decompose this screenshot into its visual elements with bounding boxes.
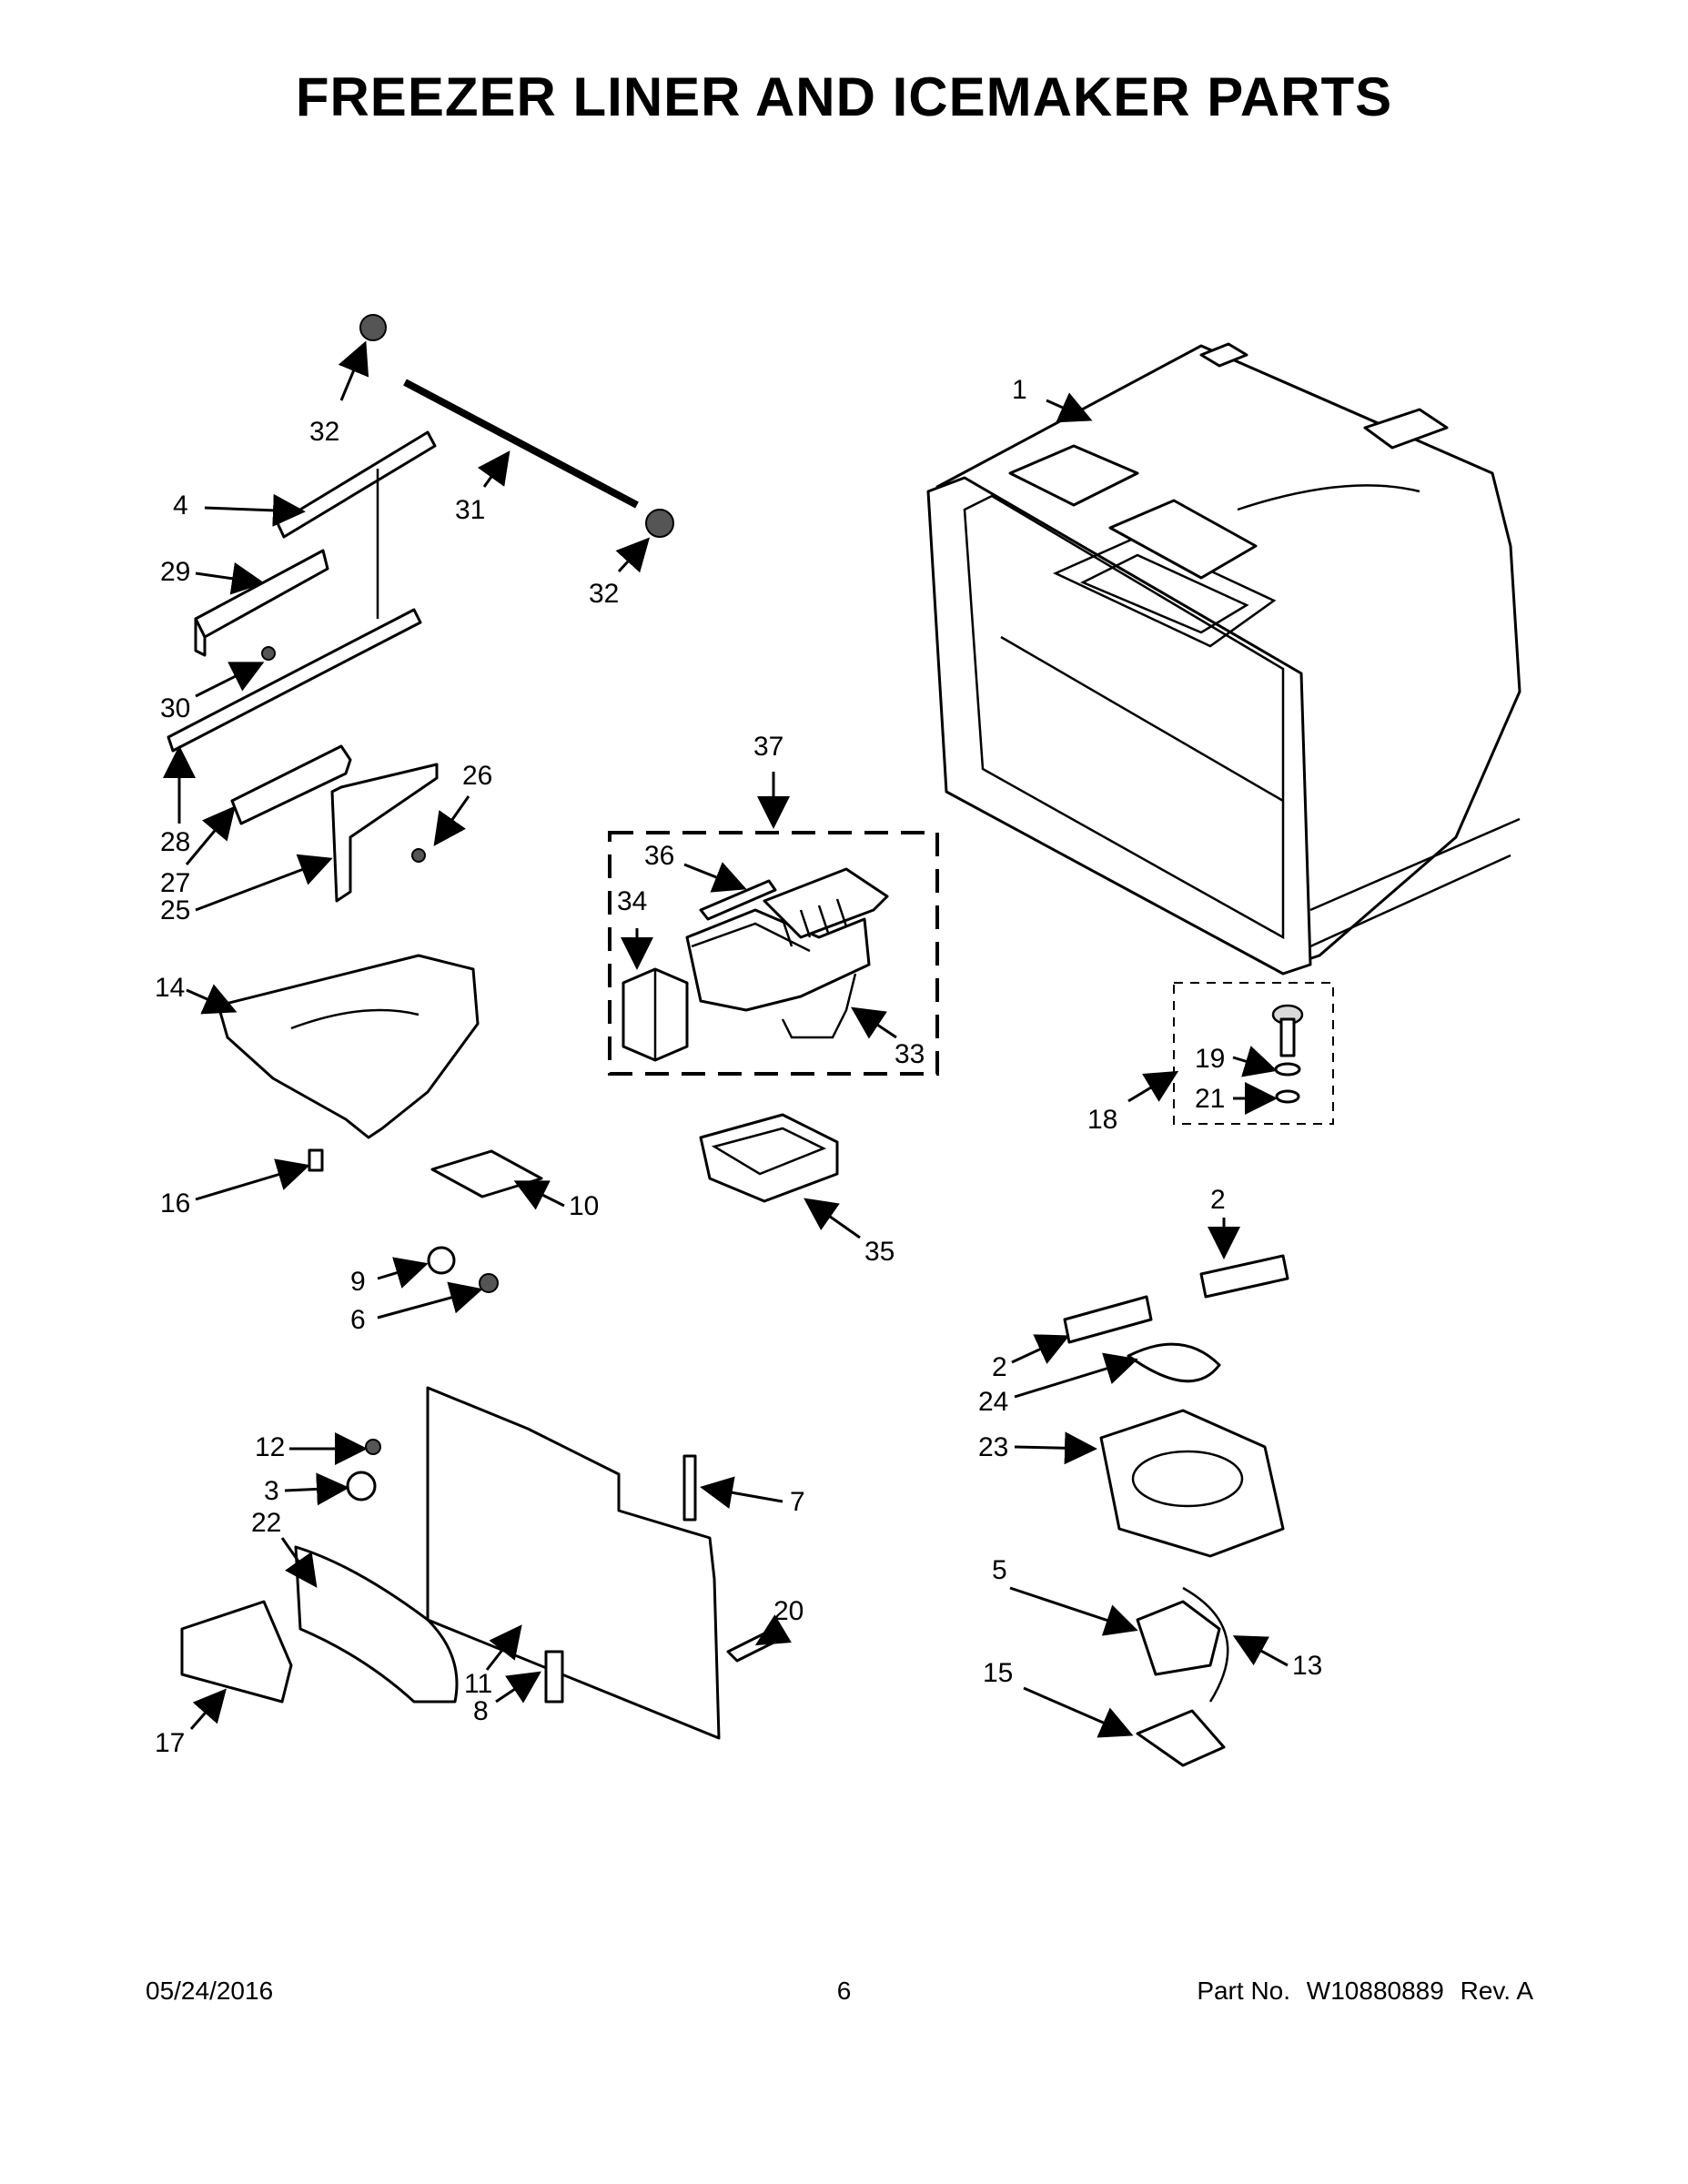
callout-35: 35 [864,1237,895,1267]
callout-31: 31 [455,495,485,525]
callout-4: 4 [173,490,188,521]
foam-pad-part-2-right [1199,1254,1289,1299]
callout-29: 29 [160,557,190,587]
callout-7: 7 [790,1487,805,1517]
screw-part-26 [411,848,426,863]
callout-21: 21 [1195,1084,1225,1114]
callout-32: 32 [309,417,339,447]
callout-3: 3 [264,1476,279,1506]
callout-22: 22 [251,1508,281,1538]
foam-pad-part-2-left [1063,1295,1153,1344]
holder-part-8 [544,1650,564,1704]
bracket-part-25 [330,763,439,903]
footer-part-number: W10880889 [1306,1977,1444,2005]
callout-5: 5 [992,1555,1007,1585]
fan-shroud-part-23 [1099,1409,1285,1558]
knob-part-9 [427,1246,456,1275]
footer-page-number: 6 [836,1977,852,2005]
icemaker-kit-box [608,831,939,1076]
clip-part-16 [308,1148,324,1172]
ice-tray-part-35 [699,1113,839,1203]
screw-part-12 [365,1439,381,1455]
icemaker-part-33 [685,867,889,1039]
cover-part-17 [180,1600,293,1704]
bracket-part-3 [346,1471,377,1502]
callout-32-bottom: 32 [589,579,619,609]
callout-18: 18 [1087,1105,1117,1135]
callout-16: 16 [160,1188,190,1218]
grille-part-22 [294,1545,459,1704]
callout-1: 1 [1012,375,1027,405]
fitting-part-19-21 [1271,1004,1304,1104]
probe-part-7 [682,1454,697,1522]
callout-2-left: 2 [992,1352,1007,1382]
gasket-part-10 [430,1149,543,1198]
knob-part-6 [479,1273,499,1293]
callout-27: 27 [160,868,190,898]
callout-33: 33 [895,1039,925,1069]
wire-part-13 [1182,1586,1229,1703]
callout-24: 24 [978,1387,1008,1417]
fan-motor-part-5 [1136,1600,1221,1676]
callout-12: 12 [255,1432,285,1462]
footer-part-label: Part No. [1197,1977,1291,2005]
rail-part-4 [276,430,437,619]
callout-23: 23 [978,1432,1008,1462]
icemaker-module-part-34 [622,967,689,1062]
callout-10: 10 [569,1191,599,1221]
callout-9: 9 [350,1267,366,1297]
freezer-liner-part-1 [926,342,1521,976]
shaft-part-31 [403,379,639,509]
callout-36: 36 [644,841,674,871]
fan-blade-part-24 [1127,1342,1221,1383]
callout-26: 26 [462,761,492,791]
callout-25: 25 [160,895,190,925]
callout-28: 28 [160,827,190,857]
callout-6: 6 [350,1305,366,1335]
footer-revision: Rev. A [1460,1977,1533,2005]
gear-part-32-bottom [645,509,674,538]
footer-date: 05/24/2016 [146,1977,274,2005]
callout-19: 19 [1195,1044,1225,1074]
callout-15: 15 [983,1658,1013,1688]
callout-2: 2 [1210,1185,1226,1215]
bracket-part-15 [1136,1709,1226,1767]
callout-34: 34 [617,886,647,916]
panel-part-11 [426,1386,721,1740]
bracket-part-27 [230,744,352,825]
callout-17: 17 [155,1728,185,1758]
callout-20: 20 [773,1596,804,1626]
screw-part-30 [261,646,276,661]
callout-13: 13 [1292,1651,1322,1681]
gear-part-32-top [359,314,387,341]
callout-37: 37 [753,732,783,762]
callout-8: 8 [473,1696,489,1726]
callout-30: 30 [160,693,190,723]
footer-part-info: Part No. W10880889 Rev. A [1188,1977,1533,2006]
page-title: FREEZER LINER AND ICEMAKER PARTS [295,66,1393,127]
slide-part-29 [194,549,329,657]
housing-part-14 [217,954,480,1139]
callout-11: 11 [464,1669,492,1699]
callout-14: 14 [155,973,185,1003]
fitting-kit-box [1173,982,1334,1125]
